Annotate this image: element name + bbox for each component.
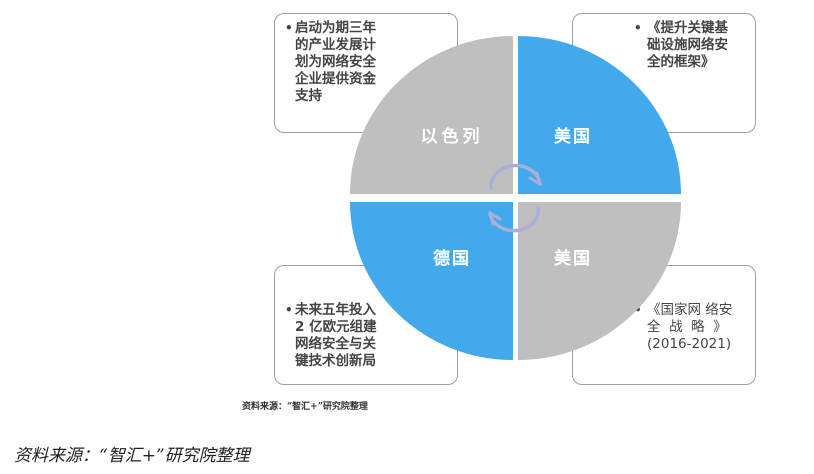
source-note: 资料来源：“智汇+”研究院整理 bbox=[14, 446, 250, 466]
quadrant-germany bbox=[350, 202, 513, 360]
textbox-germany-text: 未来五年投入 2 亿欧元组建 网络安全与关 键技术创新局 bbox=[295, 302, 377, 369]
quadrant-usa-bottom bbox=[518, 202, 681, 360]
quadrant-label-israel: 以色列 bbox=[421, 126, 484, 147]
textbox-usa-bottom-text: 《国家网 络安 全 战 略 》 (2016-2021) bbox=[647, 302, 733, 352]
textbox-usa-top-text: 《提升关键基 础设施网络安 全的框架》 bbox=[647, 20, 728, 70]
quadrant-label-usa-bottom: 美国 bbox=[554, 248, 592, 269]
quadrant-israel bbox=[350, 36, 513, 194]
quadrant-usa-top bbox=[518, 36, 681, 194]
bullet-icon: • bbox=[285, 303, 293, 317]
bullet-icon: • bbox=[634, 303, 642, 317]
quadrant-label-germany: 德国 bbox=[433, 248, 471, 269]
source-note-small: 资料来源：“智汇+”研究院整理 bbox=[242, 402, 368, 412]
bullet-icon: • bbox=[634, 21, 642, 35]
textbox-israel-text: 启动为期三年 的产业发展计 划为网络安全 企业提供资金 支持 bbox=[295, 20, 376, 104]
quadrant-label-usa-top: 美国 bbox=[554, 126, 592, 147]
bullet-icon: • bbox=[285, 21, 293, 35]
cycle-arrows-icon bbox=[488, 163, 542, 233]
